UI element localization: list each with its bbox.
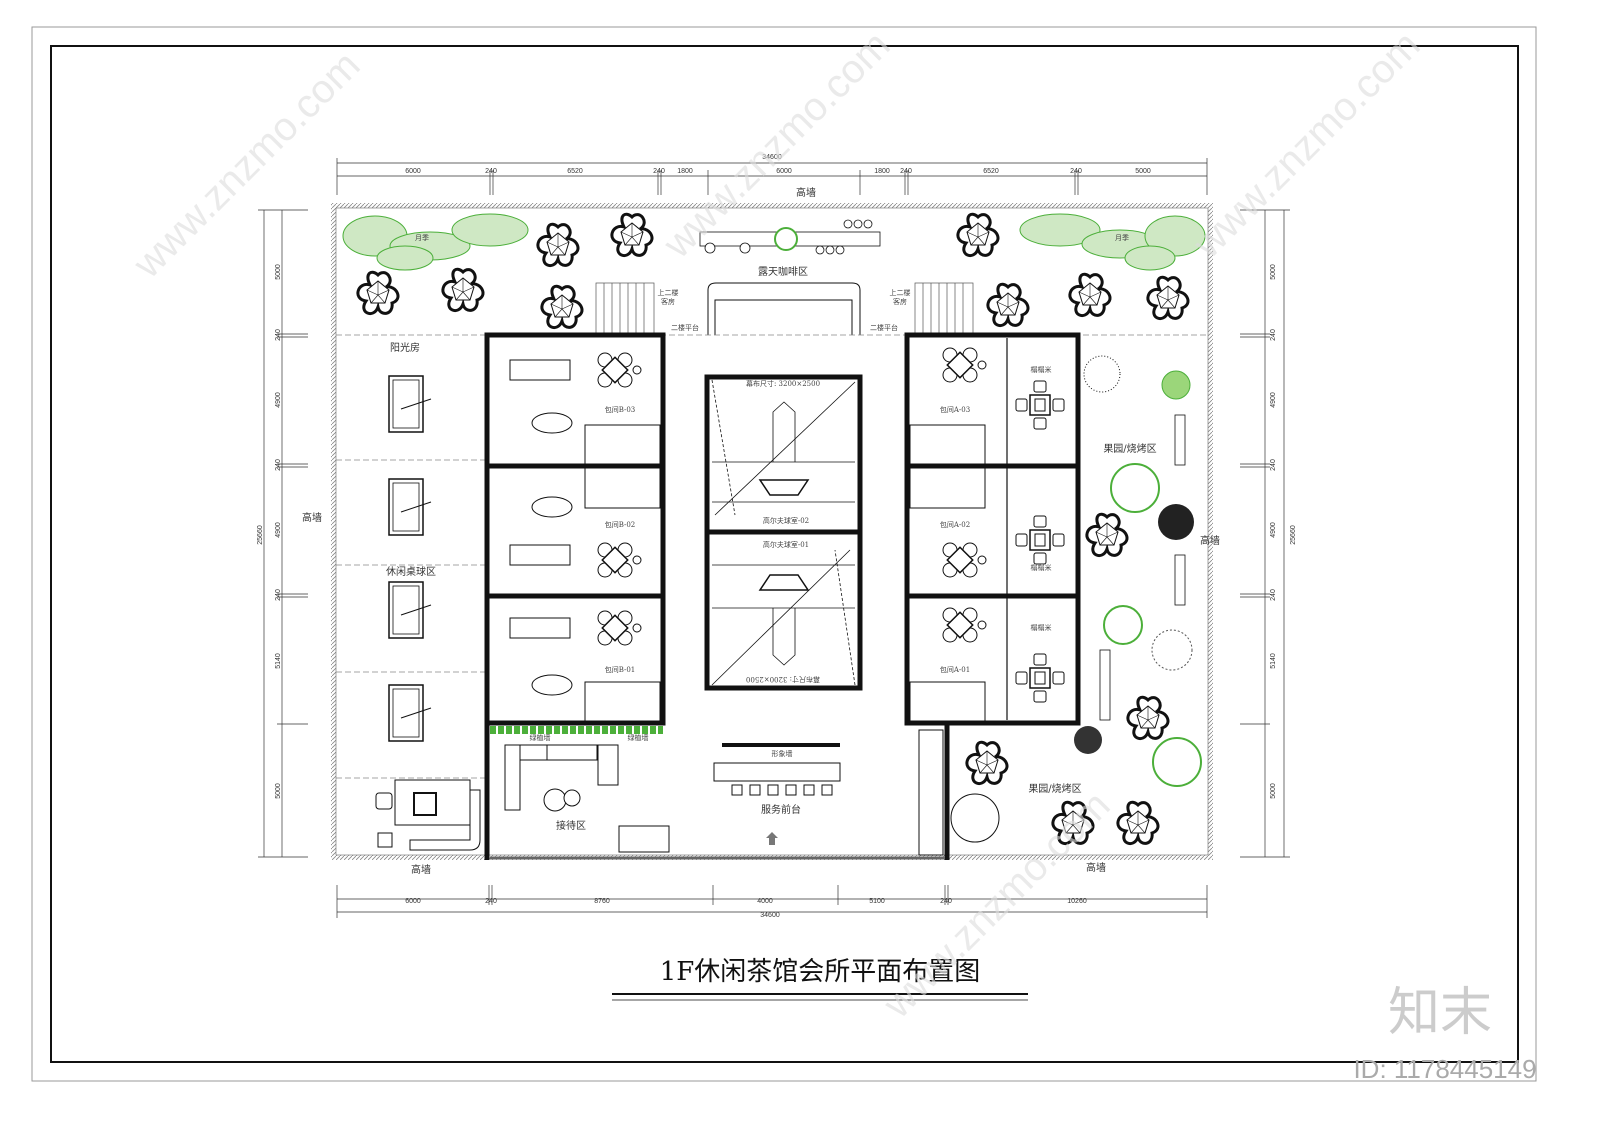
dim-bottom: 4000 [757, 898, 773, 905]
label-high-wall: 高墙 [302, 511, 322, 524]
label-image-wall: 形象墙 [772, 749, 793, 758]
dim-left: 4900 [275, 522, 282, 538]
dim-left-total: 25660 [257, 525, 264, 545]
label-high-wall: 高墙 [1200, 534, 1220, 547]
dim-bottom: 10260 [1067, 898, 1087, 905]
label-orchard-bbq: 果园/烧烤区 [1028, 782, 1081, 795]
label-high-wall: 高墙 [796, 186, 816, 199]
cafe-counter [707, 282, 861, 335]
znzmo-logo: 知末 [1388, 983, 1492, 1043]
orchard-trees [950, 355, 1202, 843]
rose-bed-right [1019, 213, 1206, 271]
outer-border [31, 26, 1537, 1082]
bottom-dimensions [336, 885, 1208, 918]
label-rose: 月季 [1115, 233, 1129, 242]
label-outdoor-cafe: 露天咖啡区 [758, 266, 808, 278]
right-dimensions [1240, 209, 1290, 858]
label-green-wall: 绿植墙 [530, 733, 551, 742]
label-guest-rooms: 客房 [661, 297, 675, 306]
dim-left: 4900 [275, 392, 282, 408]
lounge-set [375, 779, 481, 851]
outdoor-bar-counter [699, 219, 881, 255]
golf-rooms [704, 374, 863, 691]
label-guest-rooms: 客房 [893, 297, 907, 306]
dim-top: 5000 [1135, 168, 1151, 175]
watermark: www.znzmo.com [1185, 23, 1429, 267]
left-private-rooms [484, 332, 666, 726]
dim-top: 240 [653, 168, 665, 175]
dim-right: 240 [1270, 329, 1277, 341]
dim-right: 240 [1270, 589, 1277, 601]
dim-right: 4900 [1270, 392, 1277, 408]
dim-top: 240 [485, 168, 497, 175]
dim-right-total: 25660 [1290, 525, 1297, 545]
dim-top: 6520 [567, 168, 583, 175]
dim-bottom-total: 34600 [760, 912, 780, 919]
label-platform: 二楼平台 [870, 323, 898, 332]
dim-right: 240 [1270, 459, 1277, 471]
dim-left: 240 [275, 329, 282, 341]
top-dimensions [336, 158, 1208, 195]
dim-right: 4900 [1270, 522, 1277, 538]
room-label: 包间B-03 [605, 405, 636, 414]
room-label: 包间A-01 [940, 665, 970, 674]
dim-top: 240 [1070, 168, 1082, 175]
dim-top-total: 34600 [762, 154, 782, 161]
label-billiards-area: 休闲桌球区 [386, 565, 436, 578]
right-private-rooms [904, 332, 1081, 726]
dim-right: 5140 [1270, 653, 1277, 669]
room-label: 高尔夫球室-01 [763, 540, 809, 549]
screen-size-label: 幕布尺寸: 3200×2500 [746, 379, 820, 388]
dim-right: 5000 [1270, 264, 1277, 280]
dim-bottom: 6000 [405, 898, 421, 905]
room-label: 包间B-02 [605, 520, 636, 529]
dim-top: 1800 [677, 168, 693, 175]
label-reception-area: 接待区 [556, 819, 586, 832]
dim-top: 1800 [874, 168, 890, 175]
label-platform: 二楼平台 [671, 323, 699, 332]
left-dimensions [258, 209, 308, 858]
label-high-wall: 高墙 [411, 863, 431, 876]
room-label: 高尔夫球室-02 [763, 516, 809, 525]
label-high-wall: 高墙 [1086, 861, 1106, 874]
rose-bed-left [342, 213, 529, 271]
label-stairs-up: 上二楼 [890, 288, 911, 297]
tatami-label: 榻榻米 [1031, 563, 1052, 572]
dim-bottom: 5100 [869, 898, 885, 905]
label-stairs-up: 上二楼 [658, 288, 679, 297]
dim-left: 240 [275, 459, 282, 471]
dim-left: 5000 [275, 783, 282, 799]
label-green-wall: 绿植墙 [628, 733, 649, 742]
dim-bottom: 8760 [594, 898, 610, 905]
room-label: 包间B-01 [605, 665, 636, 674]
tatami-label: 榻榻米 [1031, 365, 1052, 374]
lobby [484, 723, 950, 860]
dim-top: 6520 [983, 168, 999, 175]
room-label: 包间A-02 [940, 520, 970, 529]
bbq-benches [1099, 414, 1186, 721]
image-id: ID: 1178445149 [1353, 1054, 1536, 1084]
label-rose: 月季 [415, 233, 429, 242]
dim-left: 5000 [275, 264, 282, 280]
label-orchard-bbq: 果园/烧烤区 [1103, 442, 1156, 455]
dim-top: 240 [900, 168, 912, 175]
dim-bottom: 240 [940, 898, 952, 905]
dim-bottom: 240 [485, 898, 497, 905]
dim-right: 5000 [1270, 783, 1277, 799]
screen-size-label: 幕布尺寸: 3200×2500 [746, 675, 820, 684]
dim-left: 5140 [275, 653, 282, 669]
room-label: 包间A-03 [940, 405, 970, 414]
dim-top: 6000 [405, 168, 421, 175]
drawing-title: 1F休闲茶馆会所平面布置图 [660, 957, 981, 987]
label-front-desk: 服务前台 [761, 803, 801, 816]
dim-left: 240 [275, 589, 282, 601]
drawing-frame [50, 45, 1519, 1063]
label-sunroom: 阳光房 [390, 341, 420, 354]
tatami-label: 榻榻米 [1031, 623, 1052, 632]
dim-top: 6000 [776, 168, 792, 175]
